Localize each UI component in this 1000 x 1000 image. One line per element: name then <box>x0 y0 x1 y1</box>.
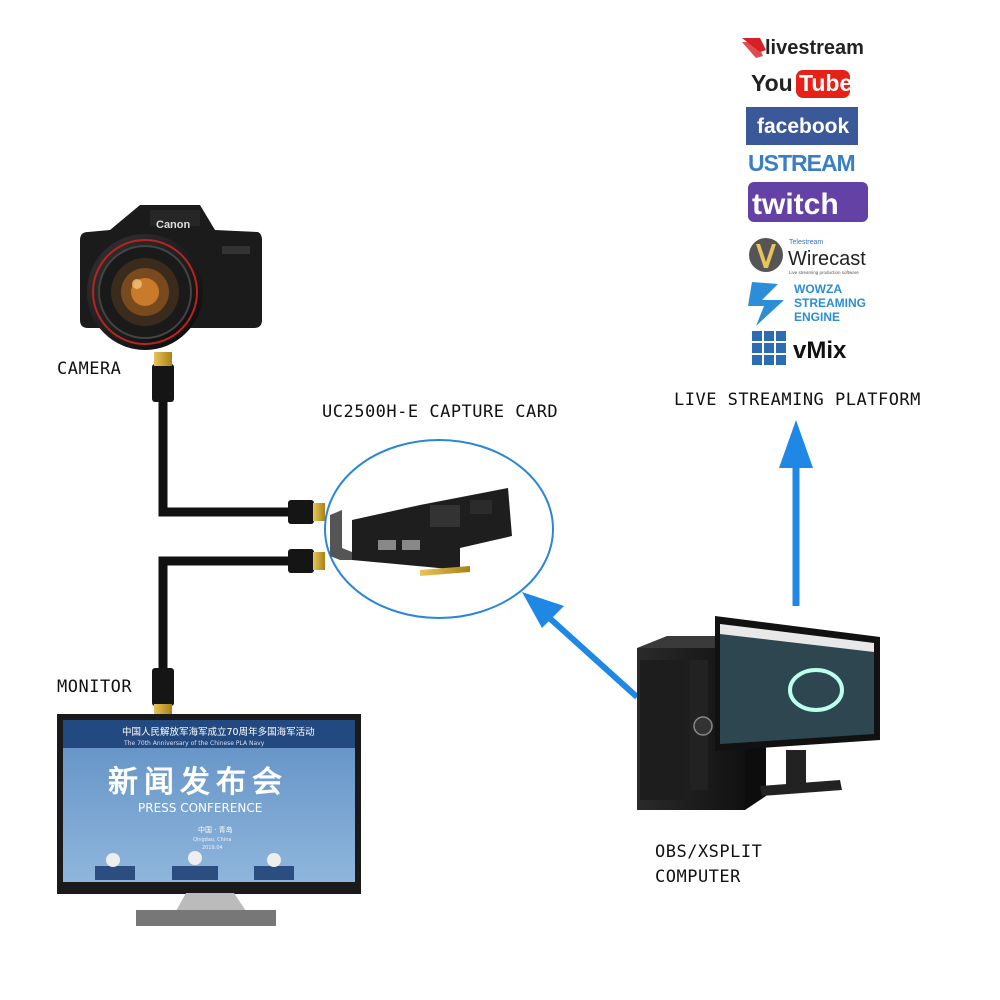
camera-image: Canon <box>80 205 262 350</box>
computer-image <box>637 616 880 810</box>
monitor-label: MONITOR <box>57 677 133 697</box>
computer-label: OBS/XSPLIT COMPUTER <box>655 840 762 890</box>
facebook-text: facebook <box>757 115 850 138</box>
livestream-text: livestream <box>765 37 864 59</box>
camera-brand: Canon <box>156 219 191 231</box>
wirecast-text: Wirecast <box>788 248 866 270</box>
screen-banner-cn: 中国人民解放军海军成立70周年多国海军活动 <box>122 726 315 738</box>
vmix-logo: vMix <box>752 331 847 365</box>
screen-title-cn: 新闻发布会 <box>108 765 288 800</box>
wirecast-tag-text: Live streaming production software <box>789 270 859 275</box>
youtube-tube-text: Tube <box>799 70 852 96</box>
computer-label-line2: COMPUTER <box>655 867 741 887</box>
computer-label-line1: OBS/XSPLIT <box>655 842 763 862</box>
wowza-line1: WOWZA <box>794 282 842 296</box>
camera-label: CAMERA <box>57 359 122 379</box>
hdmi-cable-camera <box>152 352 325 524</box>
arrow-to-capture-card <box>522 592 640 700</box>
wowza-logo: WOWZA STREAMING ENGINE <box>748 282 866 326</box>
ustream-logo: USTREAM <box>748 150 856 176</box>
livestream-logo: livestream <box>742 37 864 59</box>
wirecast-logo: Telestream Wirecast Live streaming produ… <box>749 238 866 275</box>
capture-card-label: UC2500H-E CAPTURE CARD <box>322 402 559 422</box>
wowza-line2: STREAMING <box>794 296 866 310</box>
twitch-text: twitch <box>752 188 839 221</box>
youtube-logo: You Tube <box>751 70 852 98</box>
hdmi-cable-monitor <box>152 549 325 718</box>
screen-location-en: Qingdao, China <box>193 837 231 843</box>
capture-card-callout <box>324 439 554 619</box>
facebook-logo: facebook <box>746 107 858 145</box>
screen-title-en: PRESS CONFERENCE <box>138 801 262 815</box>
wirecast-small-text: Telestream <box>789 239 823 246</box>
vmix-text: vMix <box>793 337 847 364</box>
monitor-image <box>57 714 361 926</box>
twitch-logo: twitch <box>748 182 868 222</box>
platform-label: LIVE STREAMING PLATFORM <box>674 390 921 410</box>
youtube-you-text: You <box>751 70 793 96</box>
wowza-line3: ENGINE <box>794 310 840 324</box>
screen-banner-en: The 70th Anniversary of the Chinese PLA … <box>123 740 265 747</box>
ustream-text: USTREAM <box>748 150 855 176</box>
arrow-to-platform <box>779 420 813 606</box>
screen-location: 中国 · 青岛 <box>198 825 233 834</box>
screen-date: 2019.04 <box>202 845 223 851</box>
